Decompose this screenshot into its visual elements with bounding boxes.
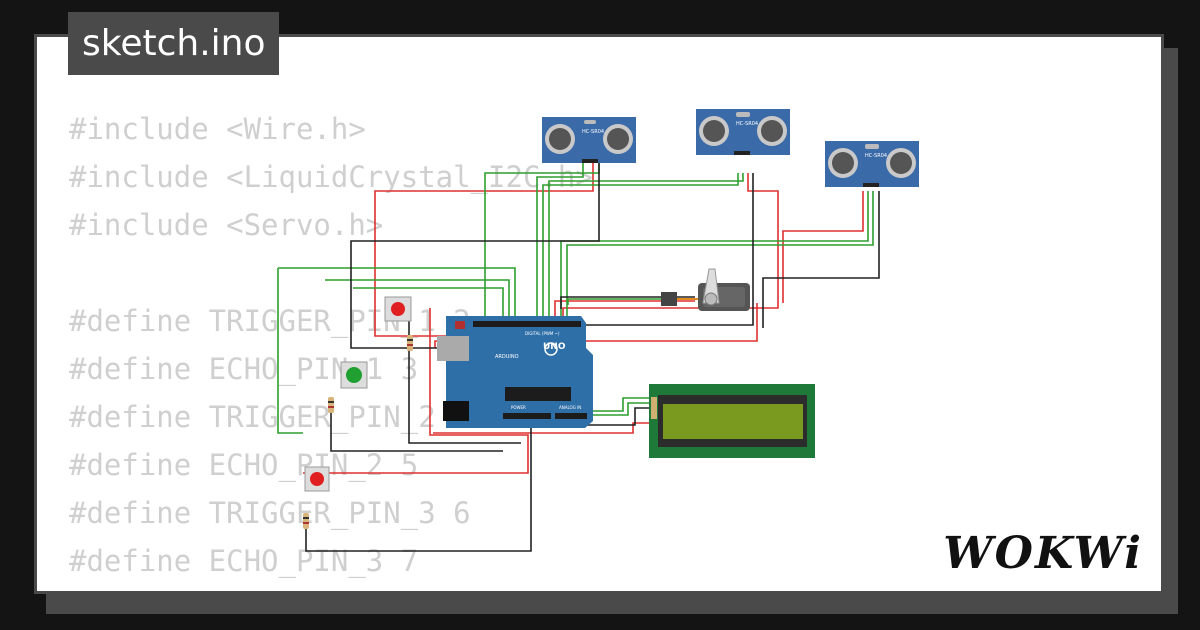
ultrasonic-sensor-3[interactable]: HC-SR04 [825,141,919,187]
resistor-1[interactable] [407,335,413,351]
resistor-3[interactable] [303,513,309,529]
wire [583,407,658,426]
arduino-analog-label: ANALOG IN [559,405,581,410]
code-line: #include <Wire.h> [69,112,366,146]
push-button-red-2[interactable] [304,466,330,492]
code-line: #define ECHO_PIN_3 7 [69,544,419,578]
wires [277,163,880,552]
wire [305,423,532,552]
code-line: #define TRIGGER_PIN_2 4 [69,400,471,434]
wire [560,296,695,309]
circuit-diagram: HC-SR04 HC-SR04 HC-SR04 [277,109,919,552]
wire [542,173,739,323]
wire [762,191,880,328]
resistor-2[interactable] [328,397,334,413]
wire [560,191,869,323]
push-button-red-1[interactable] [384,296,412,322]
arduino-uno[interactable]: UNO ARDUINO DIGITAL (PWM ~) ANALOG IN PO… [437,316,593,428]
wire [277,268,303,434]
wire [562,173,779,333]
wire [566,191,874,323]
wire [433,422,658,434]
code-line: #define ECHO_PIN_1 3 [69,352,419,386]
preview-card: #include <Wire.h> #include <LiquidCrystal… [34,34,1164,594]
arduino-power-label: POWER [511,405,526,410]
wire [325,279,510,323]
wire [548,173,744,323]
wire [567,298,695,305]
wire [353,287,504,323]
wire [554,300,695,321]
code-line: #define TRIGGER_PIN_3 6 [69,496,471,530]
push-button-green[interactable] [340,361,368,389]
wire [278,267,516,323]
wire [536,163,584,323]
wokwi-logo: WOKWi [943,528,1143,579]
lcd-display[interactable] [649,384,815,458]
wire [330,403,503,452]
wire [563,173,754,326]
arduino-digital-label: DIGITAL (PWM ~) [525,331,560,336]
arduino-model: UNO [543,342,566,352]
wire [350,163,600,349]
wire [585,402,658,416]
wire [782,191,864,303]
arduino-brand: ARDUINO [495,354,519,360]
code-line: #include <LiquidCrystal_I2C.h> [69,160,593,194]
wire [585,397,658,412]
sensor-label: HC-SR04 [865,153,887,159]
code-line: #include <Servo.h> [69,208,384,242]
ultrasonic-sensor-1[interactable]: HC-SR04 [542,117,636,163]
wire [303,308,529,474]
sensor-label: HC-SR04 [582,129,604,135]
ultrasonic-sensor-2[interactable]: HC-SR04 [696,109,790,155]
servo-motor[interactable] [661,268,750,311]
code-line: #define ECHO_PIN_2 5 [69,448,419,482]
file-title: sketch.ino [68,12,280,75]
sensor-label: HC-SR04 [736,121,758,127]
wire [434,303,758,348]
code-background: #include <Wire.h> #include <LiquidCrystal… [69,105,593,585]
